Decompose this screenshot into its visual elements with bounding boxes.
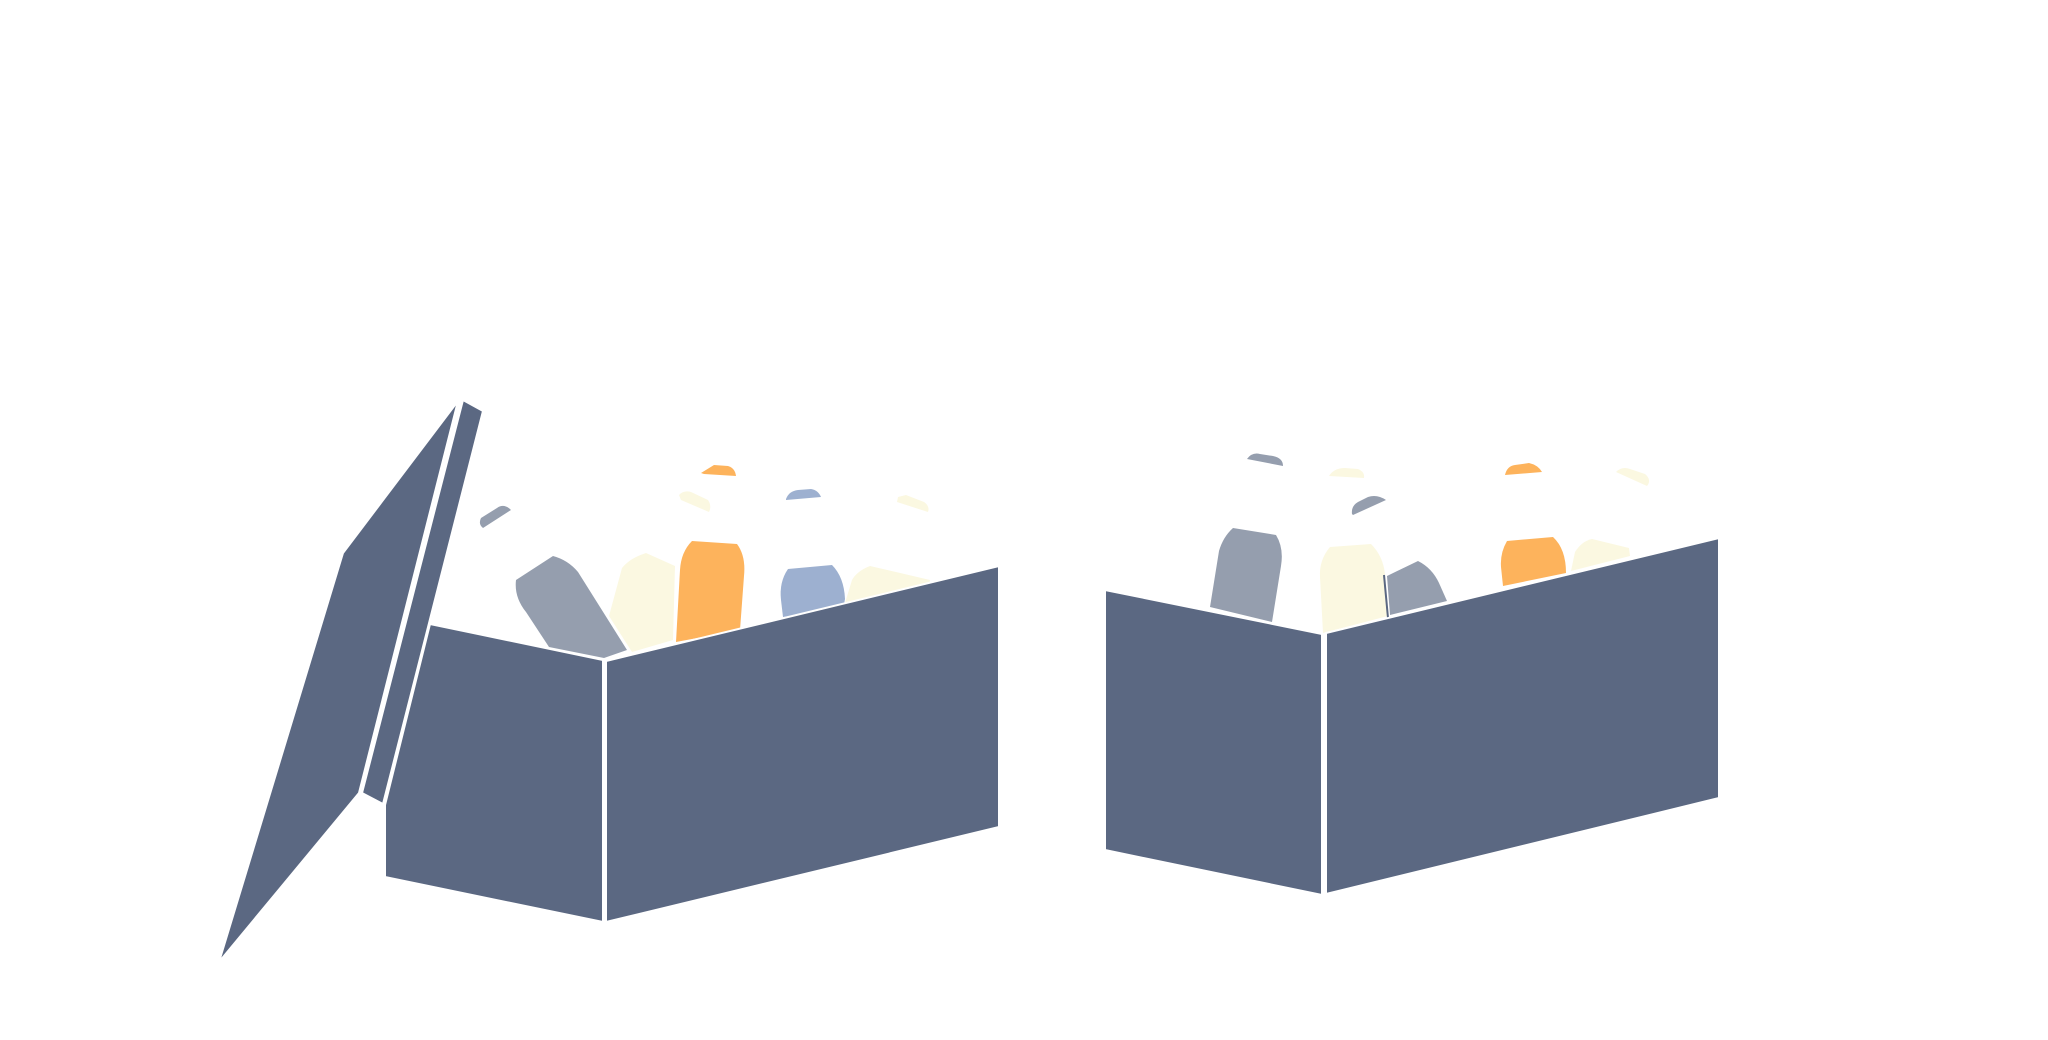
bottle-blue: [780, 565, 845, 617]
right-box-front-face: [1104, 589, 1323, 896]
bottle-gray: [515, 556, 627, 658]
bottle-cap-cream: [1616, 468, 1650, 486]
left-box-front-face: [384, 623, 604, 923]
left-box: [218, 399, 1000, 963]
bottle-cap-gray: [479, 505, 511, 528]
left-box-lid-edge: [361, 399, 484, 805]
bottle-cream: [1319, 544, 1388, 633]
right-box: [1104, 453, 1720, 896]
bottle-orange: [676, 541, 745, 642]
bottle-cap-orange: [701, 465, 736, 476]
bottle-cap-cream: [679, 491, 711, 512]
bottle-cap-gray: [1247, 453, 1283, 466]
bottle-cream: [1571, 539, 1630, 571]
bottle-cream: [609, 553, 675, 652]
bottle-divider: [1383, 574, 1389, 619]
right-box-side-face: [1325, 537, 1720, 895]
bottle-cap-cream: [897, 495, 929, 512]
bottle-cap-gray: [1351, 496, 1386, 515]
bottle-cap-cream: [1329, 468, 1365, 478]
bottle-gray: [1387, 561, 1447, 615]
bottle-gray: [1210, 528, 1282, 622]
bottle-cap-orange: [1505, 463, 1542, 475]
left-box-lid: [218, 400, 459, 963]
bottle-cap-blue: [786, 489, 821, 500]
bottle-orange: [1500, 537, 1566, 586]
